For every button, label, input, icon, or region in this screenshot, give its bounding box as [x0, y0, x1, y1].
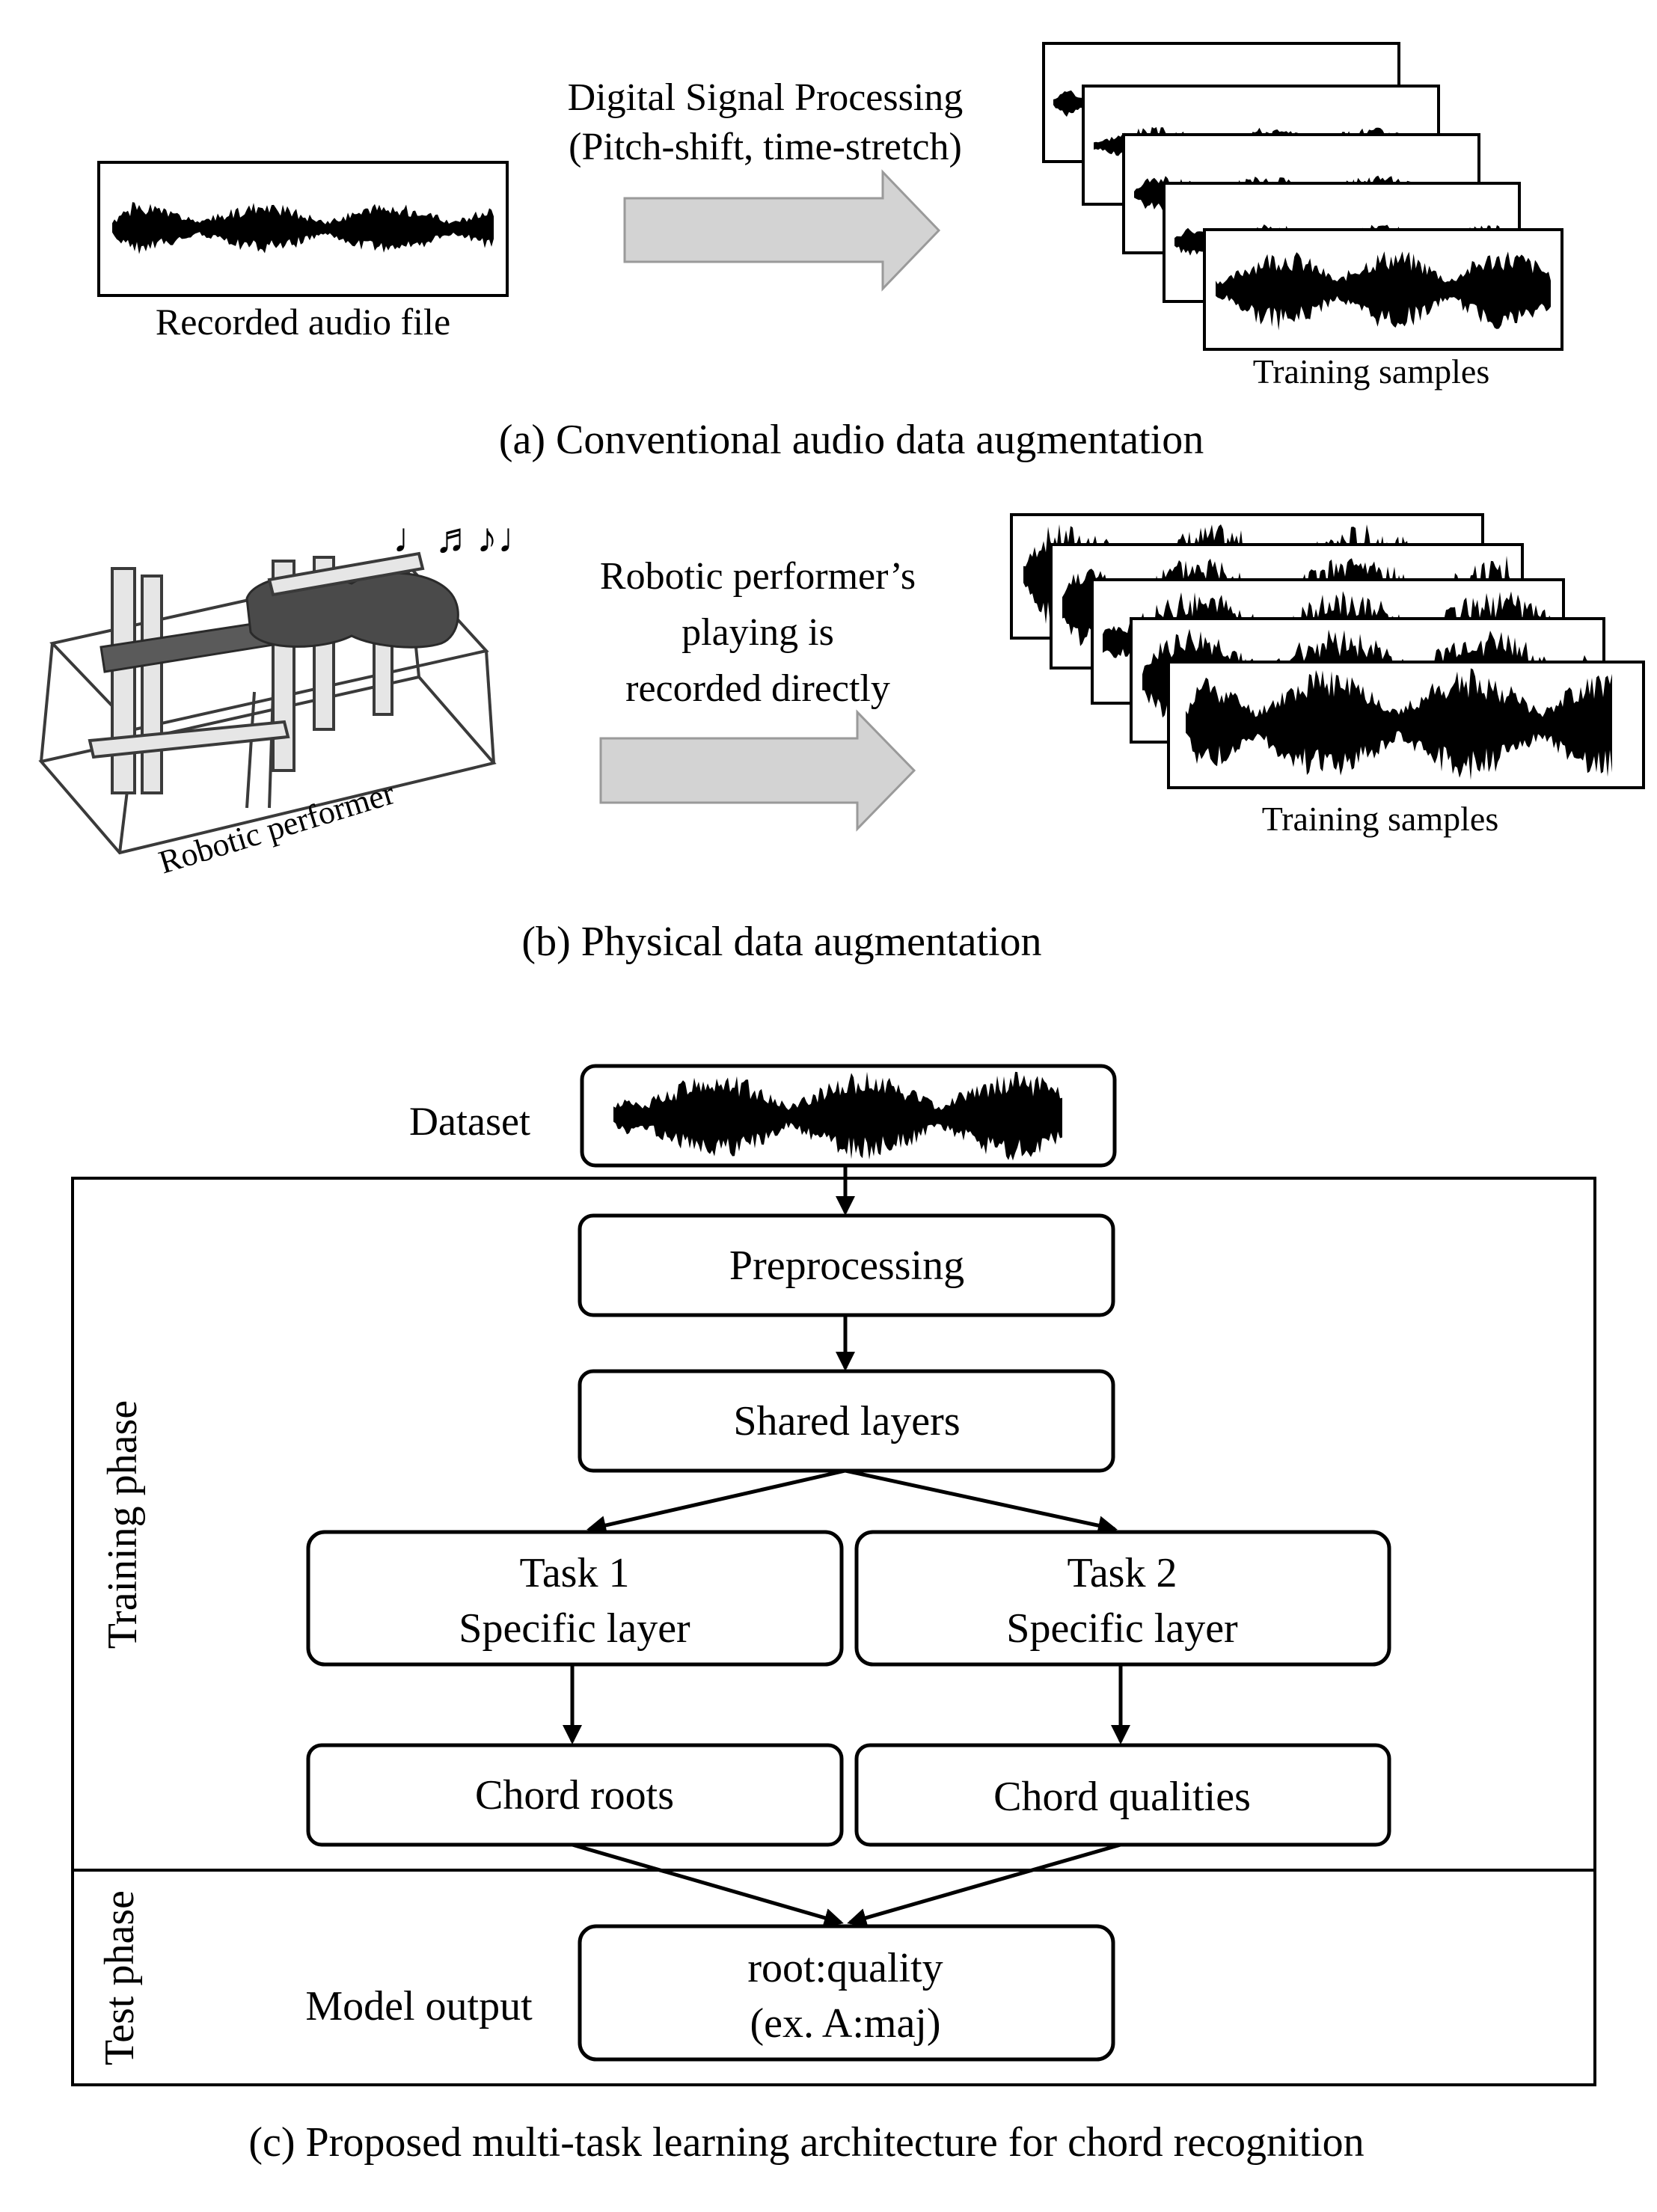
- dsp-arrow: [623, 169, 941, 292]
- waveform-shape: [112, 202, 494, 254]
- caption-a: (a) Conventional audio data augmentation: [499, 417, 1204, 463]
- arrow-roots-to-output: [572, 1842, 844, 1928]
- training-samples-label-a: Training samples: [1253, 352, 1489, 390]
- model-output-line2: (ex. A:maj): [750, 2000, 940, 2047]
- robotic-performer-illustration: [38, 551, 497, 855]
- dsp-label-line1: Digital Signal Processing: [568, 76, 964, 119]
- task2-subtitle: Specific layer: [1006, 1605, 1238, 1652]
- waveform-shape: [1186, 668, 1612, 780]
- test-phase-frame: [71, 1869, 1596, 2086]
- robotic-performer-label: Robotic performer: [155, 774, 399, 880]
- caption-b: (b) Physical data augmentation: [521, 919, 1041, 965]
- chord-qualities-box: [854, 1743, 1391, 1847]
- task2-title: Task 2: [1068, 1550, 1177, 1596]
- model-output-line1: root:quality: [747, 1945, 943, 1991]
- chord-roots-label: Chord roots: [475, 1772, 674, 1819]
- music-notes-icon: ♩♬♪♩: [393, 515, 539, 562]
- robot-process-line3: recorded directly: [625, 667, 890, 710]
- model-output-label: Model output: [305, 1983, 533, 2029]
- task2-box: [854, 1530, 1391, 1667]
- training-sample-waveform: [1186, 668, 1612, 780]
- arrow-shared-to-task1: [586, 1468, 846, 1535]
- caption-c: (c) Proposed multi-task learning archite…: [248, 2119, 1364, 2166]
- training-sample-waveform: [1216, 251, 1551, 331]
- recorded-audio-waveform: [112, 202, 494, 254]
- robot-process-line2: playing is: [682, 611, 834, 654]
- robot-arrow: [599, 709, 916, 832]
- waveform-shape: [613, 1071, 1062, 1161]
- model-output-box: [578, 1924, 1115, 2062]
- arrow-shared-to-task2: [845, 1468, 1118, 1536]
- arrow-qualities-to-output: [847, 1842, 1121, 1928]
- panel-c: Dataset Training phase Test phase Prepro…: [71, 1064, 1596, 2166]
- training-samples-label-b: Training samples: [1262, 800, 1498, 838]
- panel-b: Robotic performer ♩♬♪♩ Robotic performer…: [38, 513, 1645, 965]
- preprocessing-label: Preprocessing: [729, 1243, 964, 1289]
- waveform-shape: [1216, 251, 1551, 331]
- chord-qualities-label: Chord qualities: [993, 1774, 1251, 1820]
- training-samples-stack-b: [1010, 513, 1645, 789]
- dataset-label: Dataset: [409, 1099, 530, 1144]
- training-phase-label: Training phase: [99, 1400, 146, 1649]
- task1-box: [306, 1530, 844, 1667]
- dsp-label-line2: (Pitch-shift, time-stretch): [569, 126, 962, 168]
- shared-layers-label: Shared layers: [733, 1398, 960, 1444]
- task1-title: Task 1: [520, 1550, 630, 1596]
- dataset-waveform: [613, 1071, 1062, 1161]
- task1-subtitle: Specific layer: [459, 1605, 690, 1652]
- robot-process-line1: Robotic performer’s: [600, 555, 916, 598]
- recorded-audio-label: Recorded audio file: [156, 301, 450, 343]
- test-phase-label: Test phase: [97, 1890, 143, 2065]
- training-samples-stack-a: [1042, 42, 1563, 351]
- panel-a: Recorded audio file Digital Signal Proce…: [97, 42, 1563, 463]
